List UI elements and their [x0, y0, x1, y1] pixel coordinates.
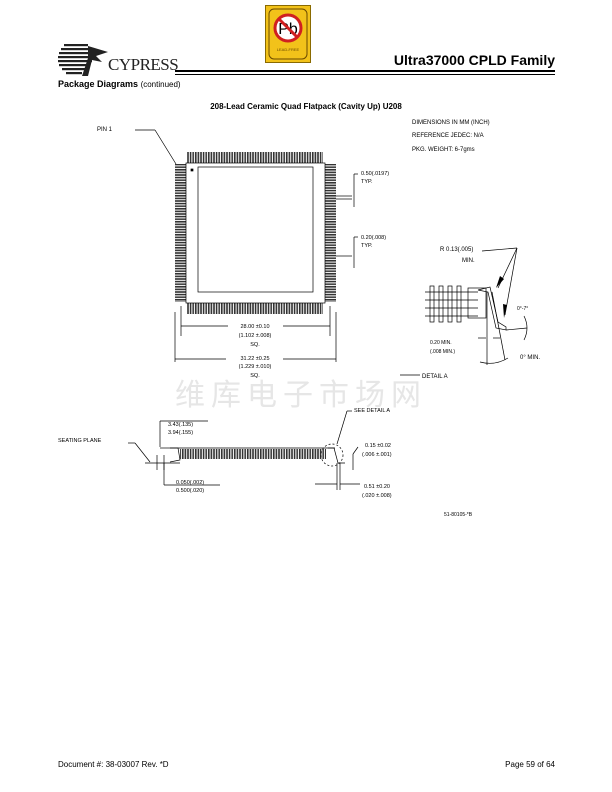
foot-length-mm: 0.51 ±0.20 [364, 484, 390, 490]
document-number: Document #: 38-03007 Rev. *D [58, 760, 169, 769]
watermark: 维库电子市场网 [175, 378, 427, 413]
lead-width-dim: 0.20(.008) [361, 235, 386, 241]
brand-name: CYPRESS [108, 55, 179, 74]
section-heading: Package Diagrams (continued) [58, 79, 181, 89]
min-length-inch: (.008 MIN.) [430, 349, 455, 355]
lead-width-typ: TYP. [361, 243, 373, 249]
section-suffix: (continued) [140, 80, 181, 89]
height-min: 3.94(.155) [168, 430, 193, 436]
overall-dim-inch: (1.229 ±.010) [239, 364, 272, 370]
document-title: Ultra37000 CPLD Family [393, 52, 555, 68]
cypress-logo [58, 40, 110, 83]
top-view [135, 129, 358, 362]
standoff-min: 0.050(.002) [176, 480, 204, 486]
header-rule [175, 70, 555, 72]
radius-dim: R 0.13(.005) [440, 247, 473, 253]
no-lead-icon: Pb LEAD-FREE [268, 8, 308, 60]
angle-dim: 0°-7° [517, 306, 528, 312]
note-jedec: REFERENCE JEDEC: N/A [412, 133, 484, 139]
detail-a-view [400, 247, 528, 376]
pin1-label: PIN 1 [97, 127, 113, 133]
header-rule-thin [175, 74, 555, 75]
see-detail-a: SEE DETAIL A [354, 408, 390, 414]
body-dim-mm: 28.00 ±0.10 [240, 324, 269, 330]
body-dim-inch: (1.102 ±.008) [239, 333, 272, 339]
radius-min: MIN. [462, 258, 475, 264]
section-title: Package Diagrams [58, 79, 139, 89]
lead-free-label: LEAD-FREE [277, 47, 300, 52]
min-angle: 0° MIN. [520, 355, 540, 361]
note-weight: PKG. WEIGHT: 6-7gms [412, 147, 475, 153]
overall-dim-mm: 31.22 ±0.25 [240, 356, 269, 362]
thickness-mm: 0.15 ±0.02 [365, 443, 391, 449]
pitch-typ: TYP. [361, 179, 373, 185]
foot-length-inch: (.020 ±.008) [362, 493, 392, 499]
note-dimensions: DIMENSIONS IN MM (INCH) [412, 120, 490, 126]
page-number: Page 59 of 64 [505, 760, 555, 769]
detail-a-label: DETAIL A [422, 374, 448, 380]
height-max: 3.43(.135) [168, 422, 193, 428]
body-dim-sq: SQ. [250, 342, 260, 348]
thickness-inch: (.006 ±.001) [362, 452, 392, 458]
drawing-number: 51-80105-*B [444, 512, 473, 518]
seating-plane-label: SEATING PLANE [58, 438, 102, 444]
cypress-logo-icon [58, 44, 108, 76]
lead-free-badge: Pb LEAD-FREE [265, 5, 311, 63]
side-view [128, 410, 360, 490]
min-length-dim: 0.20 MIN. [430, 340, 452, 346]
figure-title: 208-Lead Ceramic Quad Flatpack (Cavity U… [210, 102, 402, 111]
standoff-max: 0.500(.020) [176, 488, 204, 494]
overall-dim-sq: SQ. [250, 373, 260, 379]
pitch-dim: 0.50(.0197) [361, 171, 389, 177]
